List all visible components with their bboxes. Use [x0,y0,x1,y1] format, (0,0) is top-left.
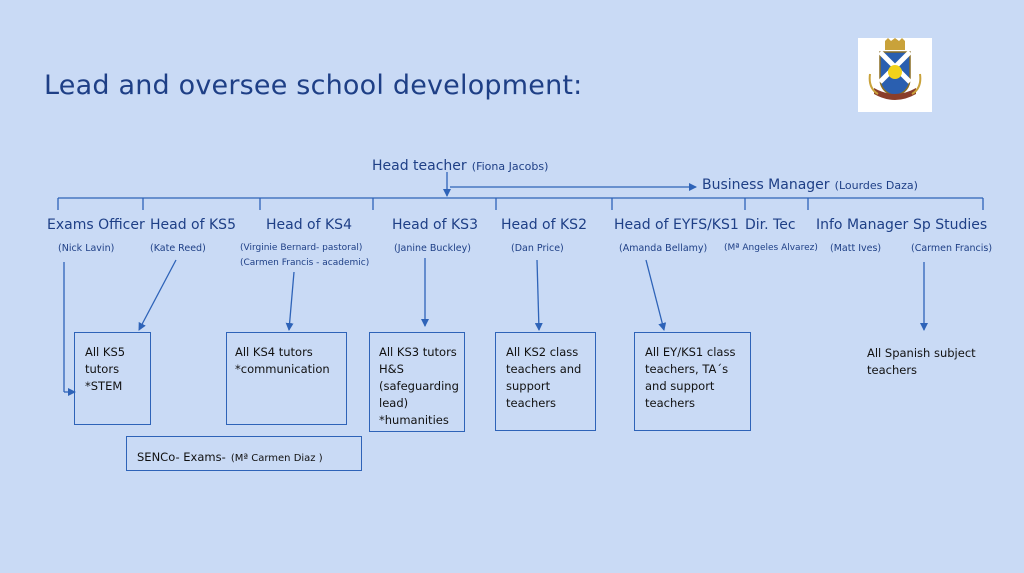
head-teacher-name: (Fiona Jacobs) [471,160,549,173]
senco-box: SENCo- Exams- (Mª Carmen Diaz ) [126,436,362,471]
ks5-team-box: All KS5 tutors *STEM [74,332,151,425]
ks4-team-text: All KS4 tutors *communication [235,345,330,376]
school-crest-icon [858,38,932,112]
senco-name: (Mª Carmen Diaz ) [230,453,323,464]
ks3-team-text: All KS3 tutors H&S (safeguarding lead) *… [379,345,459,427]
page-title: Lead and oversee school development: [44,70,583,101]
spanish-team-text: All Spanish subject teachers [867,346,976,377]
role-title-head-ks4: Head of KS4 [266,217,352,233]
role-name-head-eyfs-ks1: (Amanda Bellamy) [619,243,708,254]
ks3-team-box: All KS3 tutors H&S (safeguarding lead) *… [369,332,465,432]
business-manager-title: Business Manager [702,177,830,193]
eyfs-team-box: All EY/KS1 class teachers, TA´s and supp… [634,332,751,431]
role-title-head-ks3: Head of KS3 [392,217,478,233]
ks4-team-box: All KS4 tutors *communication [226,332,347,425]
ks5-team-text: All KS5 tutors *STEM [85,345,126,393]
head-teacher-node: Head teacher (Fiona Jacobs) [372,155,548,174]
role-title-head-ks5: Head of KS5 [150,217,236,233]
role-title-sp-studies: Sp Studies [913,217,988,233]
role-title-dir-tec: Dir. Tec [745,217,796,233]
role-name-head-ks4-academic: (Carmen Francis - academic) [240,258,370,268]
role-title-head-ks2: Head of KS2 [501,217,587,233]
role-title-exams-officer: Exams Officer [47,217,145,233]
role-name-head-ks4-pastoral: (Virginie Bernard- pastoral) [240,243,363,253]
role-name-dir-tec: (Mª Angeles Alvarez) [724,243,818,253]
senco-label: SENCo- Exams- [137,450,226,464]
eyfs-team-text: All EY/KS1 class teachers, TA´s and supp… [645,345,736,410]
role-title-head-eyfs-ks1: Head of EYFS/KS1 [614,217,739,233]
business-manager-node: Business Manager (Lourdes Daza) [702,174,918,193]
ks2-team-text: All KS2 class teachers and support teach… [506,345,582,410]
business-manager-name: (Lourdes Daza) [834,179,918,192]
head-teacher-title: Head teacher [372,158,467,174]
ks2-team-box: All KS2 class teachers and support teach… [495,332,596,431]
role-name-sp-studies: (Carmen Francis) [911,243,993,254]
role-title-info-manager: Info Manager [816,217,909,233]
role-name-info-manager: (Matt Ives) [830,243,882,254]
role-name-head-ks5: (Kate Reed) [150,243,206,254]
role-name-head-ks2: (Dan Price) [511,243,564,254]
role-name-head-ks3: (Janine Buckley) [394,243,471,254]
role-name-exams-officer: (Nick Lavin) [58,243,115,254]
